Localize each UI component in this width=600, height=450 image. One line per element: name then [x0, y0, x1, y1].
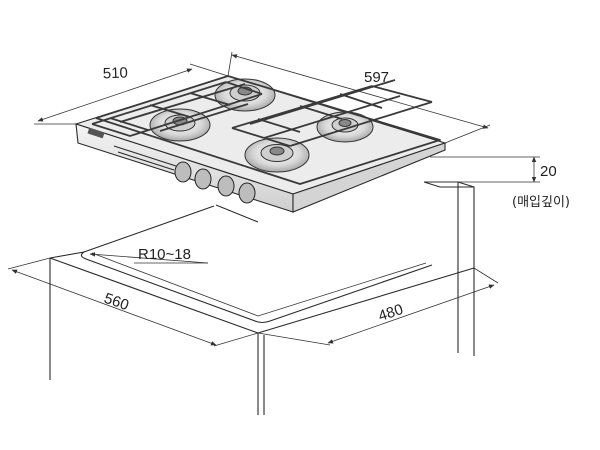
knob-3: [217, 175, 235, 197]
dimension-hob-depth: 510: [34, 63, 229, 125]
label-hob-width: 597: [364, 69, 389, 86]
brand-badge: [87, 127, 105, 139]
burner-front-right: [244, 137, 310, 173]
cabinet-front-leg: [257, 267, 475, 415]
cabinet-right-panel: [423, 181, 475, 356]
label-hob-depth: 510: [103, 64, 129, 82]
control-knobs: [174, 161, 256, 204]
dimension-installation-depth: 20 (매입깊이): [424, 156, 570, 210]
knob-1: [174, 161, 192, 183]
dimension-corner-radius: R10~18: [89, 246, 209, 264]
dimension-hob-width: 597: [227, 51, 491, 144]
gas-hob: [74, 75, 447, 213]
label-cutout-width: 560: [102, 290, 131, 314]
hob-right-side: [292, 142, 446, 213]
knob-4: [238, 182, 256, 204]
dimension-cutout-depth: 480: [257, 267, 499, 346]
hob-front-slot: [113, 145, 177, 171]
knob-2: [194, 168, 212, 190]
label-installation-depth-note: (매입깊이): [512, 195, 570, 210]
label-installation-depth: 20: [540, 163, 557, 180]
countertop-front-left: [49, 251, 259, 380]
label-cutout-depth: 480: [376, 301, 405, 325]
label-corner-radius: R10~18: [138, 246, 191, 263]
cutout-outline: [80, 204, 433, 324]
